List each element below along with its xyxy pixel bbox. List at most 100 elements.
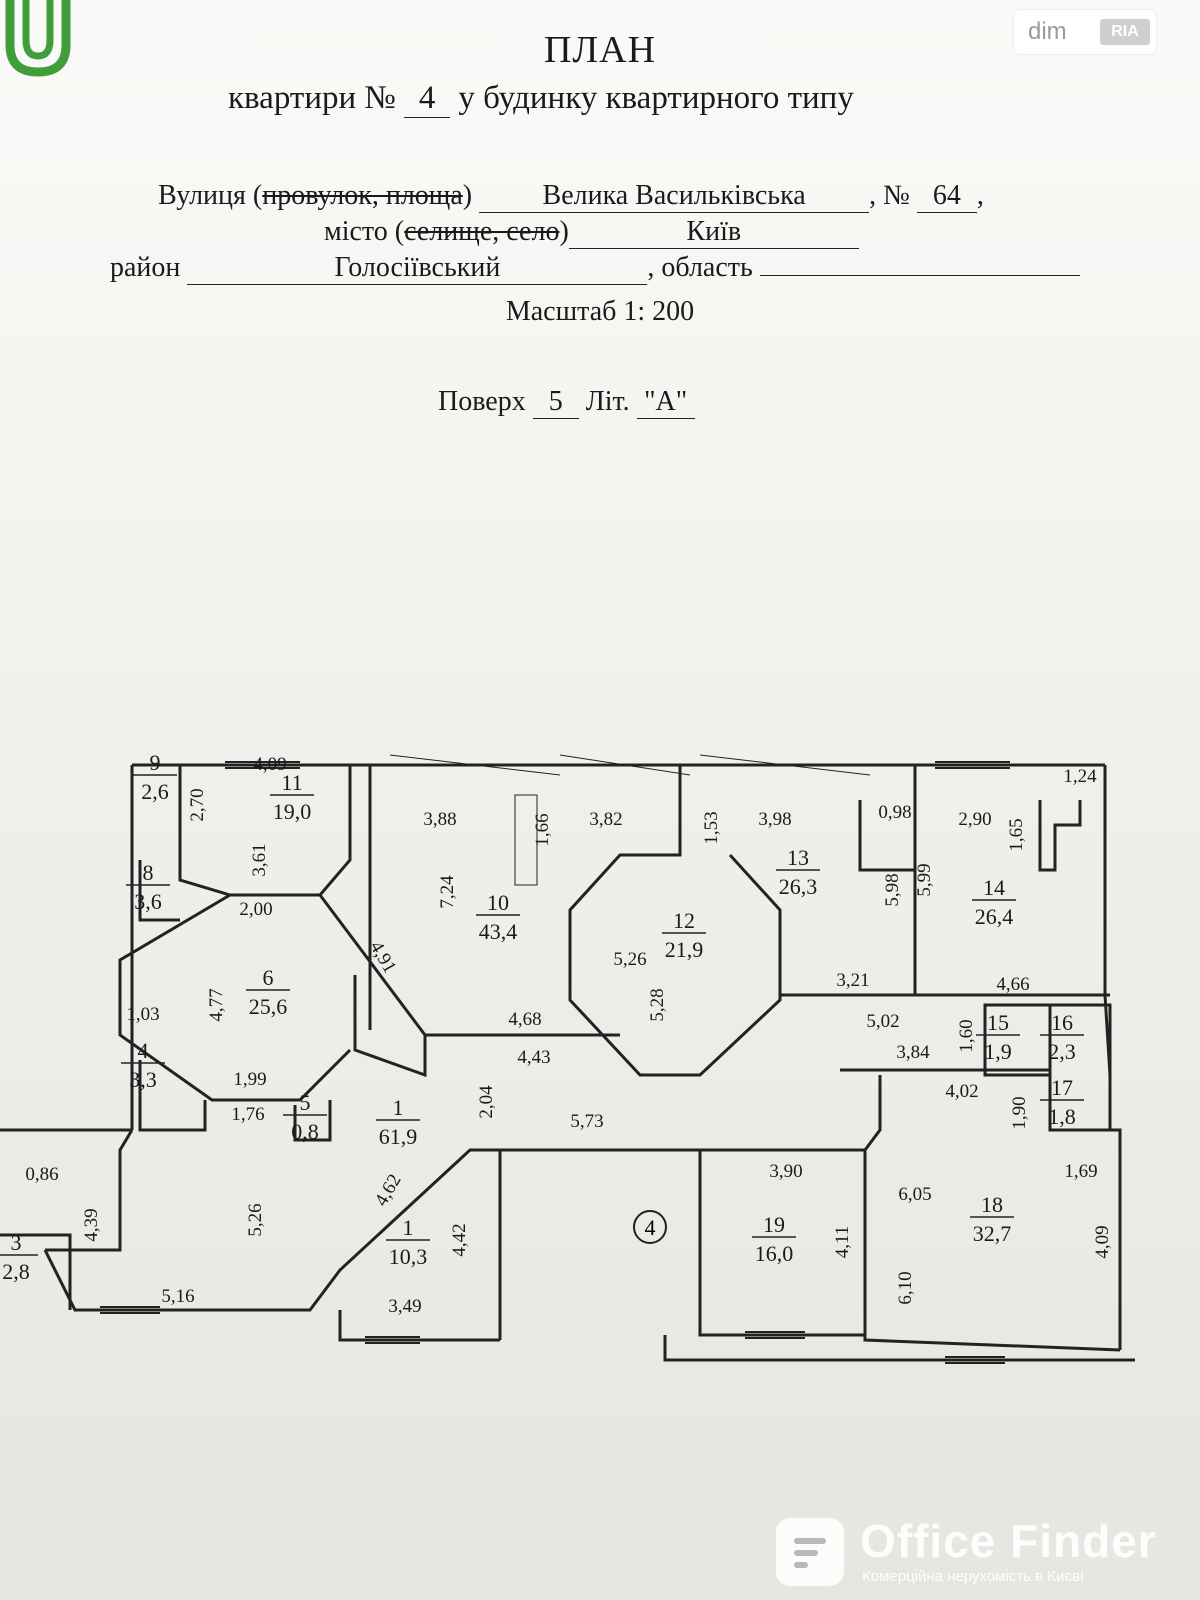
street-close: ) xyxy=(462,180,473,211)
room-number: 16 xyxy=(1051,1010,1073,1035)
dimension-label: 4,43 xyxy=(517,1047,550,1068)
dimension-label: 3,98 xyxy=(758,809,791,830)
logo-tagline: Комерційна нерухомість в Києві xyxy=(862,1568,1084,1585)
office-finder-logo-icon xyxy=(776,1518,844,1586)
district-line: район Голосіївський, область xyxy=(110,252,1080,285)
dimension-label: 1,66 xyxy=(532,813,553,846)
dimria-watermark[interactable]: dim RIA xyxy=(1014,10,1156,54)
dimension-label: 1,76 xyxy=(231,1104,264,1125)
room-area: 3,6 xyxy=(134,889,162,914)
city-label: місто ( xyxy=(324,216,405,247)
logo-name: Office Finder xyxy=(860,1515,1157,1567)
plan-windows xyxy=(100,761,1010,1364)
house-number: 64 xyxy=(916,180,977,213)
dimension-label: 1,53 xyxy=(701,811,722,844)
room-area: 1,8 xyxy=(1048,1104,1076,1129)
dimension-label: 2,00 xyxy=(239,899,272,920)
apartment-suffix: у будинку квартирного типу xyxy=(458,80,854,116)
room-number: 5 xyxy=(300,1090,311,1115)
street-struck-text: провулок, площа xyxy=(262,180,463,211)
city-value: Київ xyxy=(568,216,859,249)
dimension-label: 4,66 xyxy=(996,974,1029,995)
room-area: 0,8 xyxy=(291,1119,319,1144)
dimension-label: 4,09 xyxy=(1092,1225,1113,1258)
dimension-label: 4,11 xyxy=(832,1226,853,1259)
dimension-label: 1,60 xyxy=(956,1019,977,1052)
dimension-label: 2,90 xyxy=(958,809,991,830)
dimension-label: 3,82 xyxy=(589,809,622,830)
city-close: ) xyxy=(559,216,569,247)
room-area: 32,7 xyxy=(973,1221,1012,1246)
room-area: 43,4 xyxy=(479,919,518,944)
dimension-label: 4,62 xyxy=(371,1171,406,1210)
apartment-prefix: квартири № xyxy=(228,80,396,116)
dimension-label: 2,70 xyxy=(187,788,208,821)
apartment-marker: 4 xyxy=(633,1210,667,1244)
room-number: 18 xyxy=(981,1192,1003,1217)
dimension-label: 3,61 xyxy=(249,843,270,876)
dimension-label: 0,86 xyxy=(25,1164,58,1185)
dimension-label: 5,16 xyxy=(161,1286,194,1307)
room-area: 16,0 xyxy=(755,1241,794,1266)
dimension-label: 3,84 xyxy=(896,1042,930,1063)
room-number: 1 xyxy=(393,1095,404,1120)
street-line: Вулиця (провулок, площа) Велика Василькі… xyxy=(158,180,984,213)
room-number: 13 xyxy=(787,845,809,870)
room-number: 17 xyxy=(1051,1075,1073,1100)
room-area: 19,0 xyxy=(273,799,312,824)
city-line: місто (селище, село)Київ xyxy=(324,216,859,249)
office-finder-logo[interactable]: Office Finder Комерційна нерухомість в К… xyxy=(776,1515,1196,1596)
dimension-label: 4,02 xyxy=(945,1081,978,1102)
room-number: 10 xyxy=(487,890,509,915)
room-area: 25,6 xyxy=(249,994,288,1019)
apartment-line: квартири № 4 у будинку квартирного типу xyxy=(228,80,854,118)
city-struck-text: селище, село xyxy=(404,216,560,247)
dimension-label: 0,98 xyxy=(878,802,911,823)
region-value xyxy=(759,275,1080,276)
dimension-label: 2,04 xyxy=(476,1085,497,1119)
dimension-label: 1,24 xyxy=(1063,766,1097,787)
room-area: 26,3 xyxy=(779,874,818,899)
apartment-marker-label: 4 xyxy=(645,1215,656,1240)
apartment-number: 4 xyxy=(404,80,451,118)
room-area: 2,6 xyxy=(141,779,169,804)
plan-walls xyxy=(0,763,1135,1362)
room-area: 61,9 xyxy=(379,1124,418,1149)
plan-hatch xyxy=(389,754,871,886)
dimension-label: 1,65 xyxy=(1006,818,1027,851)
room-number: 8 xyxy=(143,860,154,885)
dimension-label: 5,26 xyxy=(613,949,646,970)
floor-label: Поверх xyxy=(438,386,526,417)
room-area: 2,3 xyxy=(1048,1039,1076,1064)
liter-value: "А" xyxy=(636,386,695,419)
dimension-label: 5,26 xyxy=(245,1203,266,1236)
room-area: 1,9 xyxy=(984,1039,1012,1064)
dimension-label: 3,49 xyxy=(388,1296,421,1317)
dimension-label: 4,42 xyxy=(449,1223,470,1256)
dimension-label: 5,73 xyxy=(570,1111,603,1132)
number-label: , № xyxy=(869,180,910,211)
dimension-label: 5,99 xyxy=(914,863,935,896)
street-value: Велика Васильківська xyxy=(479,180,870,213)
dimension-label: 4,77 xyxy=(206,988,227,1021)
room-area: 21,9 xyxy=(665,937,704,962)
dimension-label: 5,28 xyxy=(647,988,668,1021)
document-title: ПЛАН xyxy=(543,29,657,71)
dimension-label: 3,90 xyxy=(769,1161,802,1182)
room-area: 2,8 xyxy=(2,1259,30,1284)
floor-line: Поверх 5 Літ. "А" xyxy=(438,386,695,419)
dimension-label: 3,88 xyxy=(423,809,456,830)
room-number: 4 xyxy=(138,1038,149,1063)
room-number: 19 xyxy=(763,1212,785,1237)
dimension-label: 1,90 xyxy=(1009,1096,1030,1129)
room-number: 11 xyxy=(281,770,302,795)
dimension-label: 1,03 xyxy=(126,1004,159,1025)
floor-value: 5 xyxy=(532,386,579,419)
dimension-label: 1,69 xyxy=(1064,1161,1097,1182)
number-comma: , xyxy=(976,180,984,211)
region-label: , область xyxy=(647,252,753,283)
liter-label: Літ. xyxy=(585,386,630,417)
watermark-brand: RIA xyxy=(1100,19,1150,45)
room-area: 26,4 xyxy=(975,904,1014,929)
